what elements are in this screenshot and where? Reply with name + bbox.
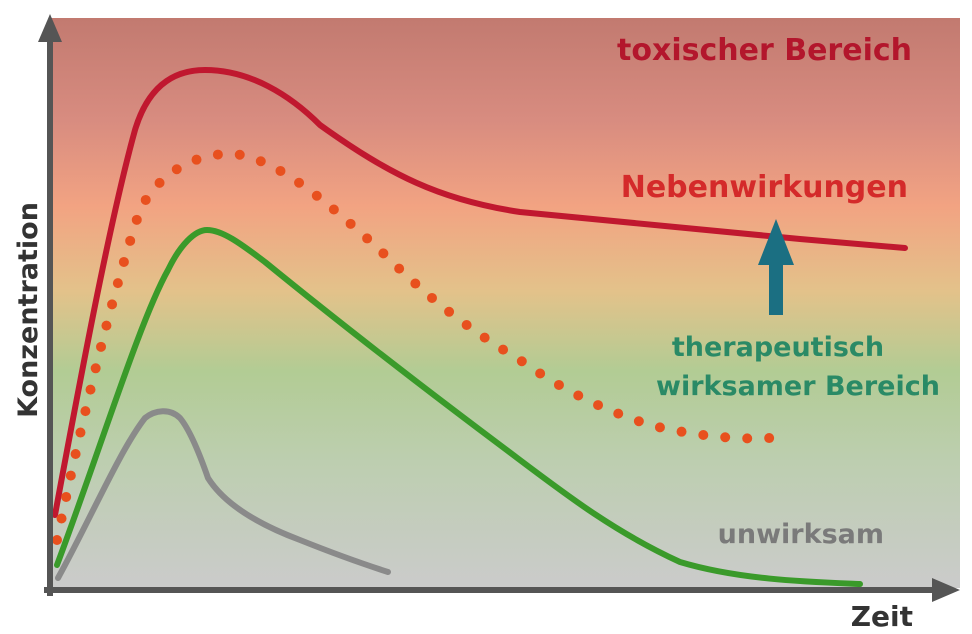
therapeutic-label-line2: wirksamer Bereich [656, 371, 940, 402]
y-axis [38, 14, 62, 596]
toxic-label: toxischer Bereich [617, 33, 912, 68]
ineffective-curve [55, 408, 391, 581]
x-axis-label: Zeit [851, 600, 913, 629]
y-axis-label: Konzentration [13, 202, 44, 418]
x-axis-arrow-icon [932, 578, 960, 602]
side-effects-label: Nebenwirkungen [621, 170, 908, 205]
x-axis [44, 578, 960, 602]
toxic-curve [52, 66, 908, 518]
y-axis-arrow-icon [38, 14, 62, 42]
therapeutic-label-line1: therapeutisch [672, 332, 884, 363]
ineffective-label: unwirksam [718, 519, 884, 550]
side-effects-curve [52, 148, 775, 545]
zone-background [50, 18, 960, 588]
therapeutic-curve [54, 226, 863, 587]
up-arrow-icon [758, 219, 794, 315]
